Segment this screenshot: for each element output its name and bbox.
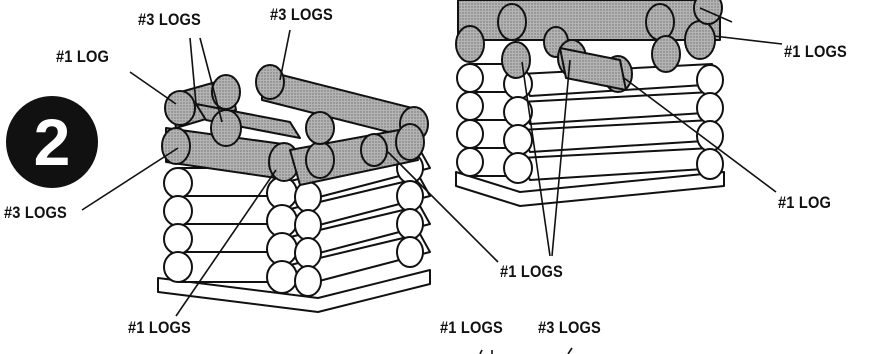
label-logs1-right-top: #1 LOGS bbox=[784, 42, 847, 62]
label-logs3-top-mid: #3 LOGS bbox=[270, 5, 333, 25]
label-logs3-bottom-right: #3 LOGS bbox=[538, 318, 601, 338]
step-number-badge: 2 bbox=[6, 96, 98, 188]
label-logs3-top-left: #3 LOGS bbox=[138, 10, 201, 30]
label-log1-left: #1 LOG bbox=[56, 47, 109, 67]
label-logs3-left: #3 LOGS bbox=[4, 203, 67, 223]
label-log1-right: #1 LOG bbox=[778, 193, 831, 213]
label-logs1-center: #1 LOGS bbox=[500, 262, 563, 282]
label-logs1-bottom-left: #1 LOGS bbox=[128, 318, 191, 338]
left-log-structure bbox=[158, 65, 430, 312]
right-log-structure bbox=[456, 0, 724, 206]
label-logs1-bottom-mid: #1 LOGS bbox=[440, 318, 503, 338]
